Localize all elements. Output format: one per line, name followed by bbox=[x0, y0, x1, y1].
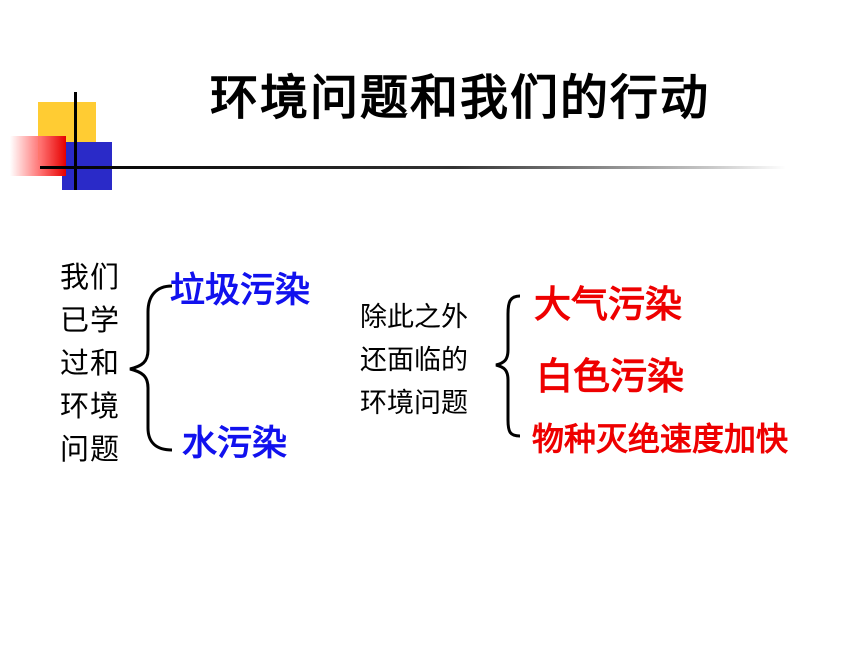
decor-vertical-line bbox=[74, 92, 77, 190]
right-item-white-pollution: 白色污染 bbox=[536, 355, 684, 398]
right-group-label: 除此之外 还面临的 环境问题 bbox=[360, 302, 468, 419]
left-item-garbage-pollution: 垃圾污染 bbox=[170, 271, 311, 311]
left-item-water-pollution: 水污染 bbox=[182, 424, 288, 464]
right-brace bbox=[495, 294, 521, 438]
right-item-air-pollution: 大气污染 bbox=[534, 283, 682, 326]
left-brace bbox=[129, 284, 173, 452]
right-item-species-extinction: 物种灭绝速度加快 bbox=[532, 420, 789, 458]
left-group-label: 我们 已学 过和 环境 问题 bbox=[60, 260, 121, 466]
page-title: 环境问题和我们的行动 bbox=[209, 70, 710, 126]
title-underline bbox=[46, 166, 786, 169]
decor-red-gradient bbox=[10, 136, 66, 176]
